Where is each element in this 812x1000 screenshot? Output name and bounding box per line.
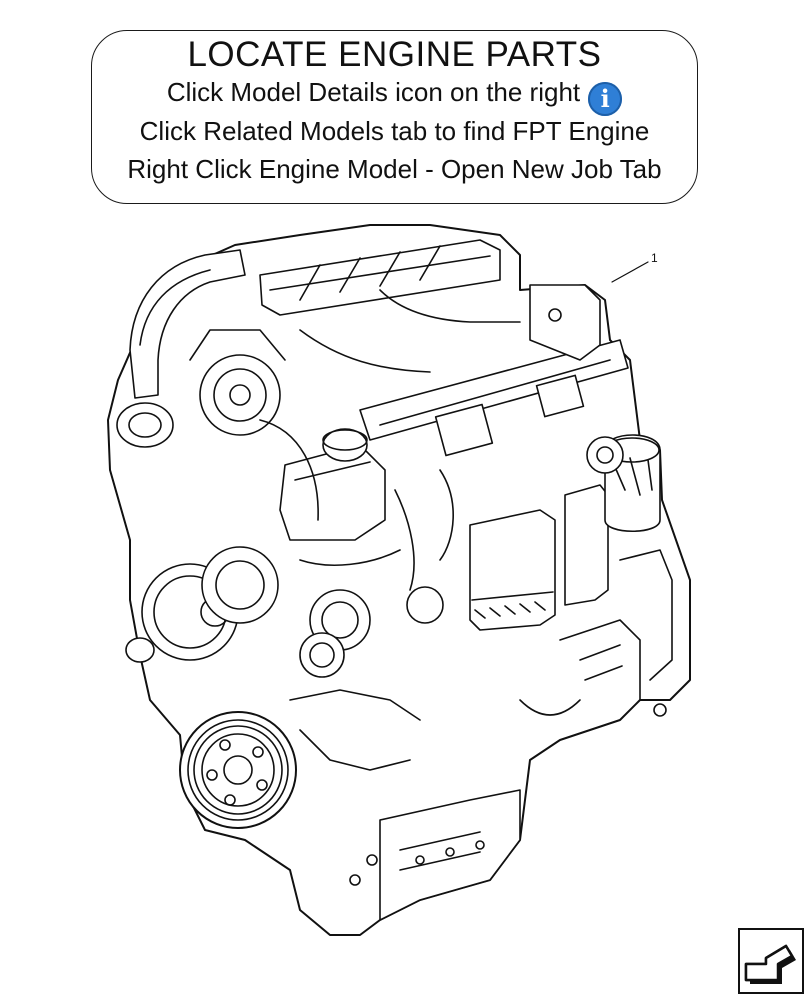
return-arrow-icon [744, 944, 796, 984]
callout-label-1: 1 [651, 251, 658, 265]
instruction-line-3: Right Click Engine Model - Open New Job … [127, 154, 662, 184]
callout-leader-line [611, 261, 649, 283]
instruction-title: LOCATE ENGINE PARTS [187, 35, 602, 74]
intake-pipe [129, 249, 246, 399]
info-icon[interactable]: i [588, 82, 623, 116]
instruction-line-2: Click Related Models tab to find FPT Eng… [139, 116, 650, 146]
return-button[interactable] [738, 928, 804, 994]
instruction-line-1-text: Click Model Details icon on the right [166, 77, 581, 107]
instruction-panel: LOCATE ENGINE PARTS Click Model Details … [91, 30, 698, 204]
